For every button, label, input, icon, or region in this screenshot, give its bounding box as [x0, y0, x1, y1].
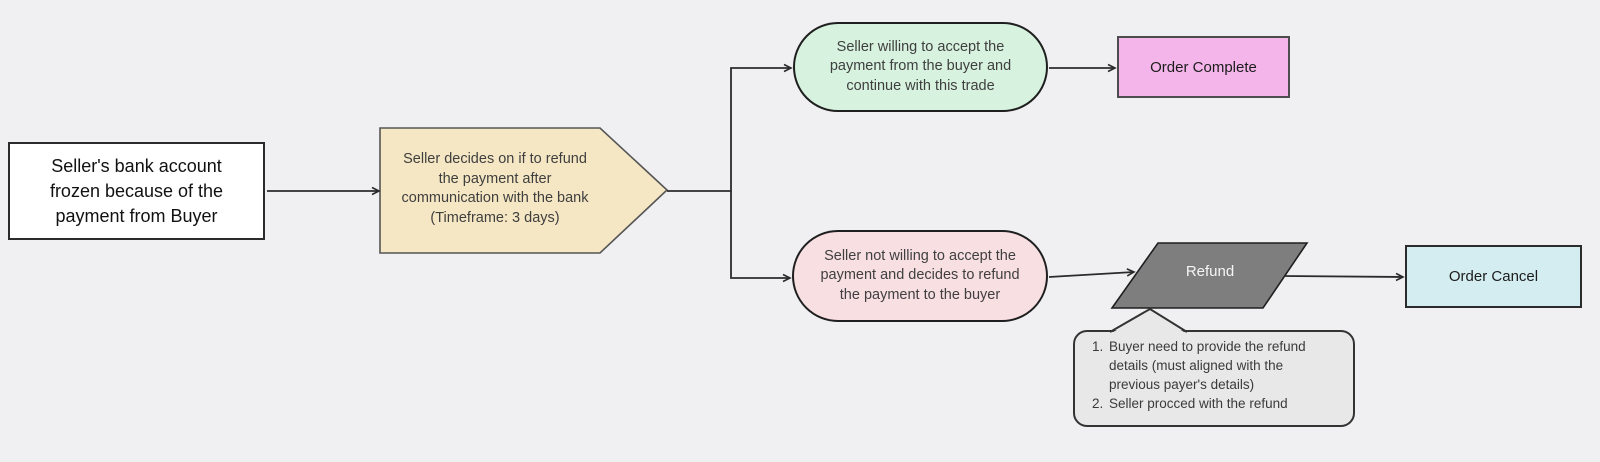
node-start: Seller's bank account frozen because of …	[8, 142, 265, 240]
node-order-cancel: Order Cancel	[1405, 245, 1582, 308]
start-line-3: payment from Buyer	[55, 205, 218, 226]
refund-note-list: Buyer need to provide the refund details…	[1075, 337, 1353, 413]
decision-line-4: (Timeframe: 3 days)	[430, 209, 560, 226]
node-accept: Seller willing to accept the payment fro…	[793, 22, 1048, 112]
note-pointer-fill	[1110, 310, 1187, 334]
order-complete-label: Order Complete	[1150, 58, 1257, 76]
decision-line-3: communication with the bank	[401, 190, 589, 206]
arrow-decision-to-reject	[730, 191, 792, 283]
node-order-complete: Order Complete	[1117, 36, 1290, 98]
node-start-text: Seller's bank account frozen because of …	[50, 154, 223, 229]
arrow-decision-to-accept	[667, 63, 793, 192]
decision-pentagon-shape	[379, 127, 669, 254]
accept-line-3: continue with this trade	[846, 77, 995, 94]
decision-line-1: Seller decides on if to refund	[403, 151, 587, 167]
node-reject: Seller not willing to accept the payment…	[792, 230, 1048, 322]
reject-line-2: payment and decides to refund	[820, 267, 1020, 284]
reject-line-3: the payment to the buyer	[839, 286, 1001, 303]
order-cancel-label: Order Cancel	[1448, 268, 1539, 285]
node-refund-label: Refund	[1185, 263, 1235, 280]
start-line-1: Seller's bank account	[51, 155, 222, 176]
node-reject-text: Seller not willing to accept the payment…	[820, 247, 1019, 306]
arrow-refund-to-cancel	[1283, 272, 1405, 282]
reject-line-1: Seller not willing to accept the	[824, 247, 1016, 264]
refund-parallelogram-shape	[1110, 242, 1309, 309]
refund-note-item-1: Buyer need to provide the refund details…	[1107, 337, 1329, 394]
accept-line-2: payment from the buyer and	[829, 58, 1012, 75]
decision-line-2: the payment after	[438, 170, 552, 187]
node-decision-text: Seller decides on if to refund the payme…	[386, 150, 604, 228]
node-accept-text: Seller willing to accept the payment fro…	[830, 38, 1011, 97]
start-line-2: frozen because of the	[49, 180, 224, 201]
accept-line-1: Seller willing to accept the	[836, 38, 1005, 55]
refund-note-item-2: Seller procced with the refund	[1107, 394, 1329, 413]
arrow-reject-to-refund	[1048, 268, 1136, 278]
note-pointer-edge	[1109, 307, 1188, 333]
refund-note-callout: Buyer need to provide the refund details…	[1073, 330, 1355, 427]
